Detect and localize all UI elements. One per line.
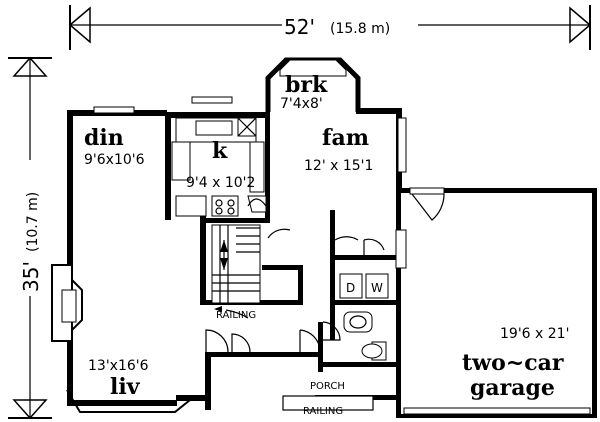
room-liv-name: liv bbox=[110, 374, 141, 400]
width-dimension: 52' (15.8 m) bbox=[68, 5, 592, 50]
stairs bbox=[211, 224, 291, 319]
room-garage-name-2: garage bbox=[470, 375, 555, 401]
porch-label: PORCH bbox=[310, 381, 345, 392]
dryer-label: D bbox=[346, 281, 355, 295]
depth-dimension: 35' (10.7 m) bbox=[8, 56, 52, 420]
room-labels: brk 7'4x8' din 9'6x10'6 k 9'4 x 10'2 fam… bbox=[84, 72, 569, 417]
room-din-size: 9'6x10'6 bbox=[84, 152, 145, 168]
width-metric: (15.8 m) bbox=[330, 21, 390, 37]
kitchen-fixtures bbox=[171, 117, 267, 217]
room-brk-name: brk bbox=[285, 72, 328, 98]
depth-metric: (10.7 m) bbox=[25, 192, 41, 252]
exterior-walls bbox=[51, 57, 597, 418]
room-liv-size: 13'x16'6 bbox=[88, 358, 149, 374]
room-k-name: k bbox=[212, 138, 228, 164]
room-fam-size: 12' x 15'1 bbox=[304, 158, 373, 174]
window bbox=[397, 117, 407, 173]
room-k-size: 9'4 x 10'2 bbox=[186, 175, 255, 191]
window bbox=[93, 106, 135, 114]
sink bbox=[343, 311, 373, 333]
width-arrow-right-icon bbox=[569, 6, 592, 44]
depth-label: 35' bbox=[19, 261, 43, 292]
laundry-bath: D W bbox=[339, 273, 389, 361]
depth-arrow-bottom-icon bbox=[12, 399, 48, 420]
width-arrow-left-icon bbox=[68, 6, 91, 44]
room-din-name: din bbox=[84, 125, 124, 151]
stove bbox=[211, 195, 239, 217]
room-garage-size: 19'6 x 21' bbox=[500, 326, 569, 342]
garage-door-swing bbox=[411, 193, 445, 221]
room-brk-size: 7'4x8' bbox=[280, 96, 323, 112]
room-fam-name: fam bbox=[322, 125, 369, 151]
washer-label: W bbox=[371, 281, 383, 295]
stair-railing-label: RAILING bbox=[216, 310, 256, 321]
width-label: 52' bbox=[284, 15, 315, 39]
doors bbox=[205, 236, 385, 353]
room-garage-name-1: two~car bbox=[462, 350, 564, 376]
porch-railing-label: RAILING bbox=[303, 406, 343, 417]
depth-arrow-top-icon bbox=[12, 56, 48, 77]
window bbox=[191, 96, 233, 104]
toilet bbox=[361, 343, 383, 359]
